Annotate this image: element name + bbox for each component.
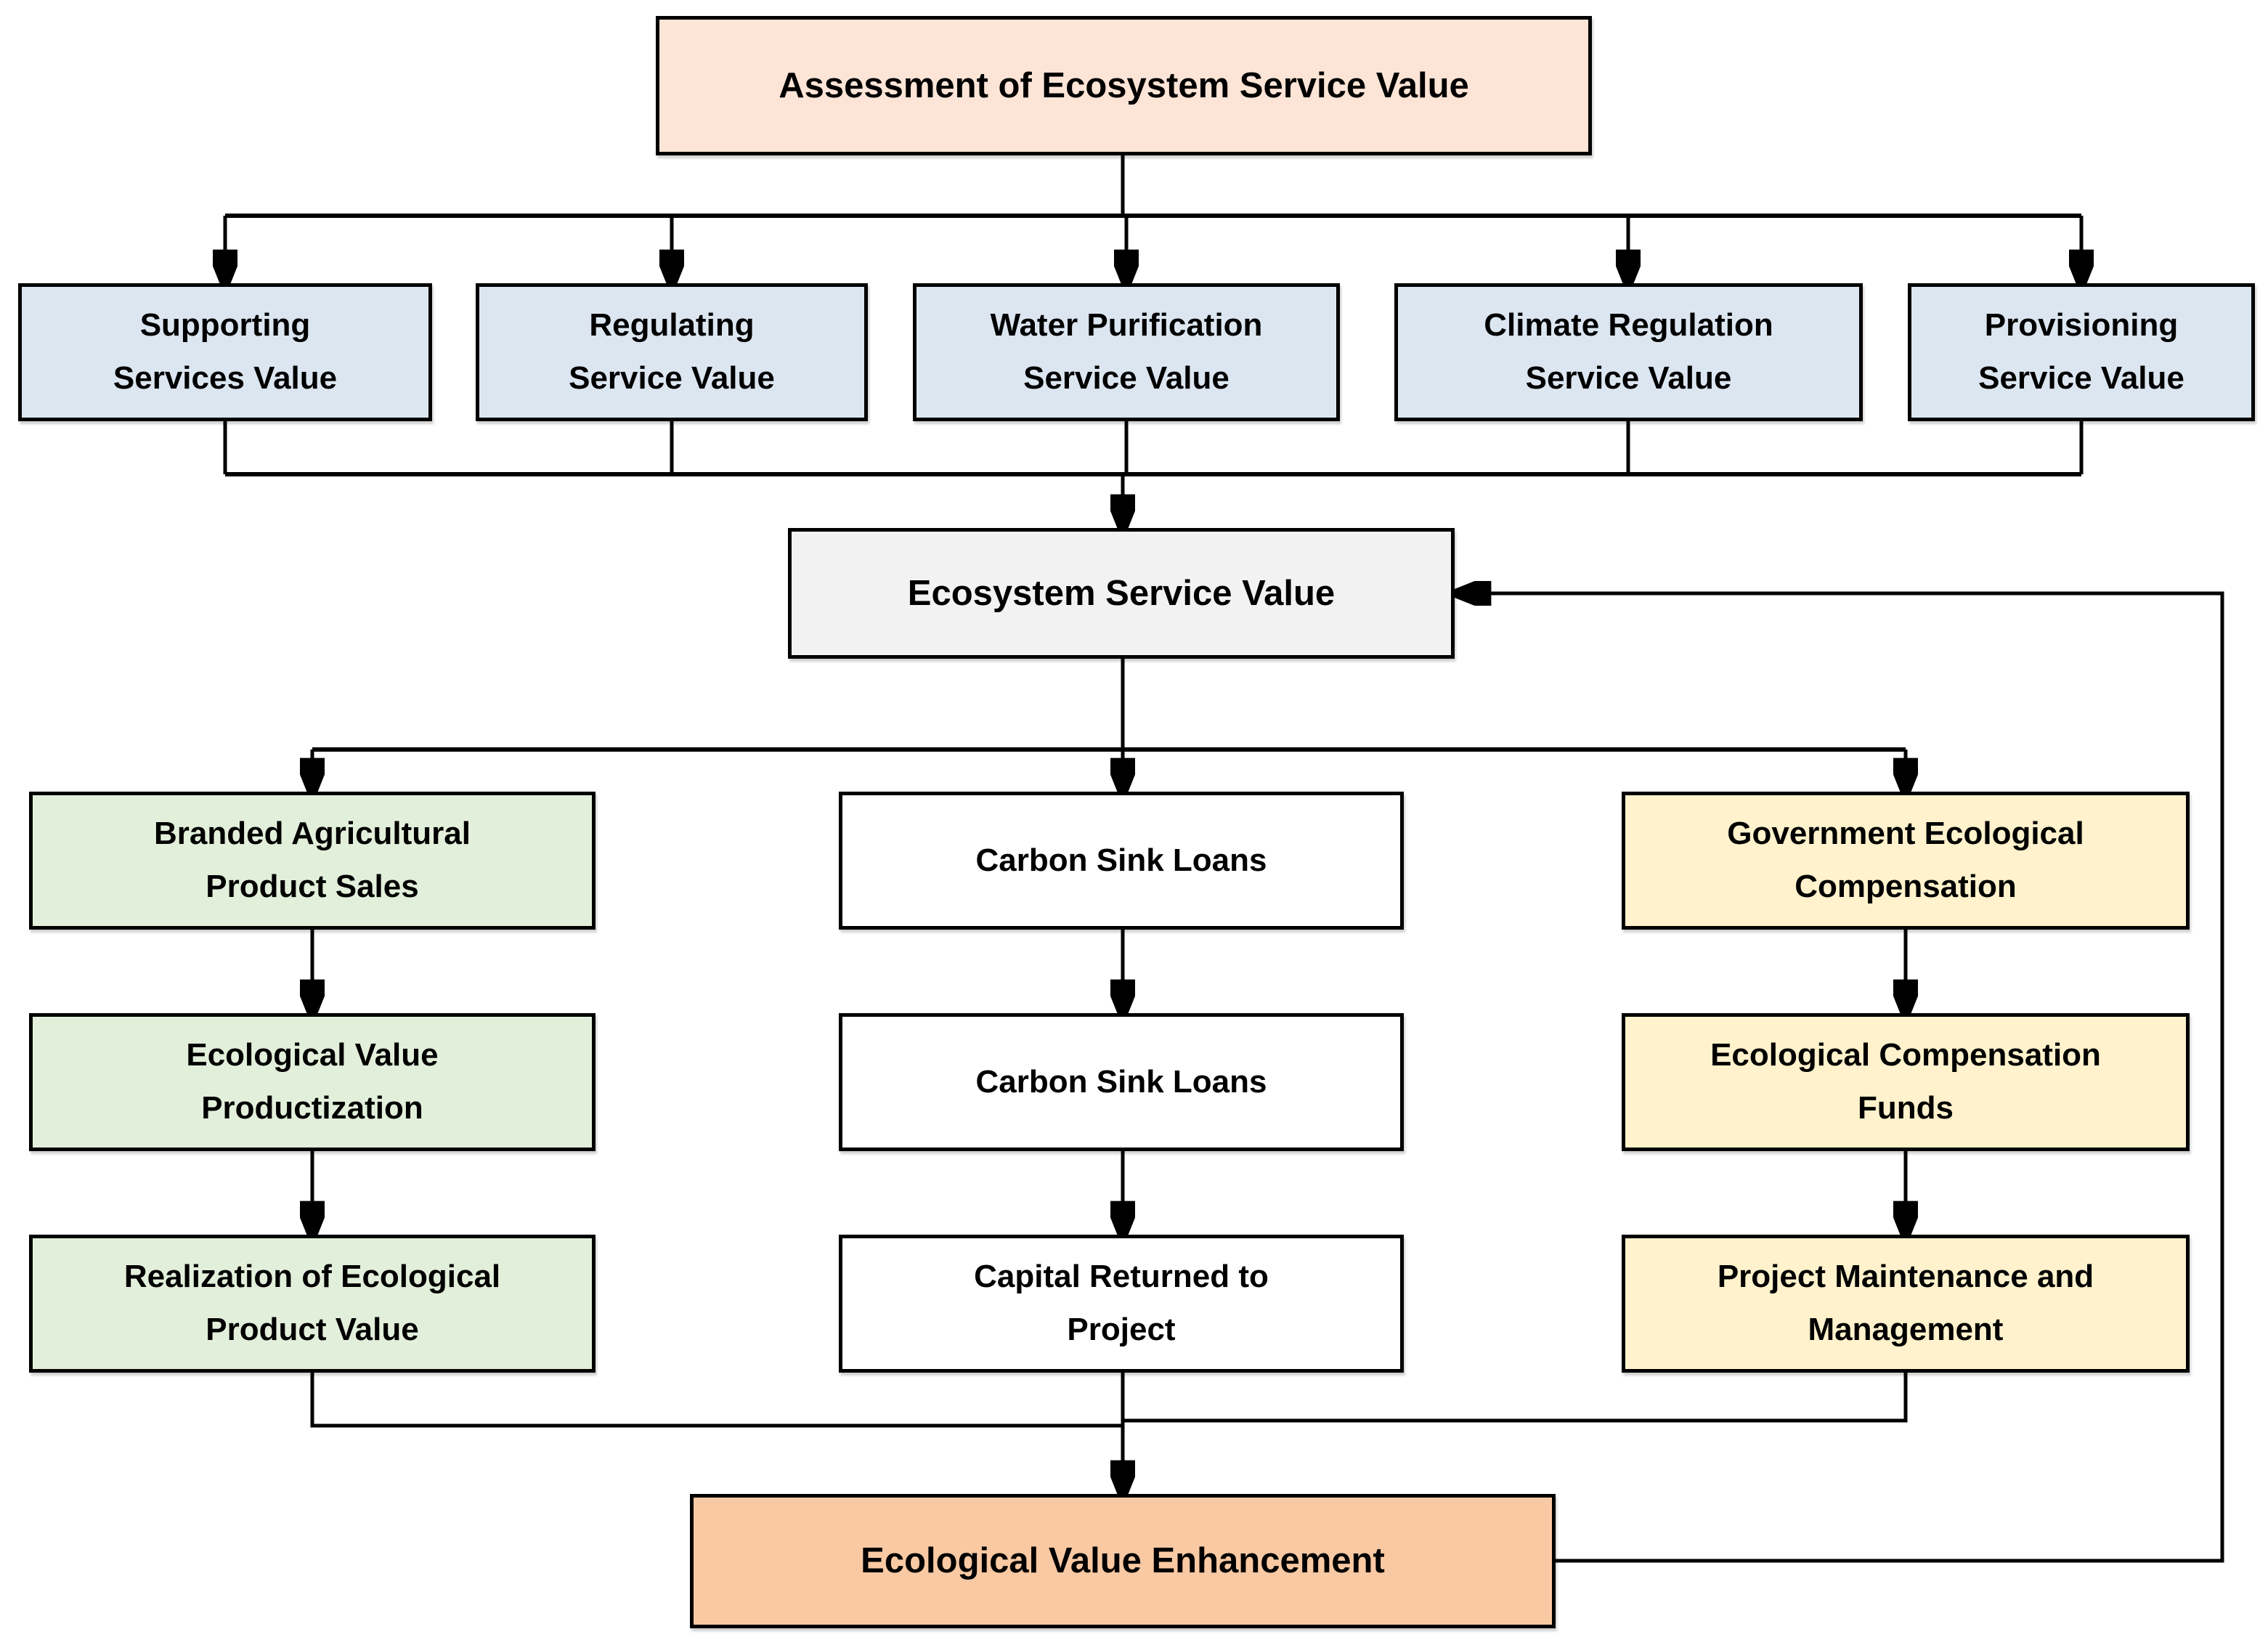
edge-feedback-loop: [1464, 593, 2224, 1563]
node-government-ecological-compensation: Government Ecological Compensation: [1622, 792, 2190, 930]
edge-sales-merge: [310, 1373, 1123, 1428]
node-assessment-of-ecosystem-service-value: Assessment of Ecosystem Service Value: [656, 16, 1592, 155]
node-water-purification-service-value: Water Purification Service Value: [913, 283, 1340, 421]
node-climate-regulation-service-value: Climate Regulation Service Value: [1394, 283, 1863, 421]
node-carbon-sink-loans-1: Carbon Sink Loans: [839, 792, 1404, 930]
node-branded-agricultural-product-sales: Branded Agricultural Product Sales: [29, 792, 596, 930]
node-ecosystem-service-value: Ecosystem Service Value: [788, 528, 1455, 659]
node-regulating-service-value: Regulating Service Value: [476, 283, 868, 421]
node-provisioning-service-value: Provisioning Service Value: [1908, 283, 2255, 421]
node-realization-of-ecological-product-value: Realization of Ecological Product Value: [29, 1235, 596, 1373]
node-project-maintenance-and-management: Project Maintenance and Management: [1622, 1235, 2190, 1373]
node-carbon-sink-loans-2: Carbon Sink Loans: [839, 1013, 1404, 1151]
edge-gov-merge: [1123, 1373, 1908, 1423]
node-ecological-compensation-funds: Ecological Compensation Funds: [1622, 1013, 2190, 1151]
node-ecological-value-productization: Ecological Value Productization: [29, 1013, 596, 1151]
node-ecological-value-enhancement: Ecological Value Enhancement: [690, 1494, 1556, 1628]
node-capital-returned-to-project: Capital Returned to Project: [839, 1235, 1404, 1373]
node-supporting-services-value: Supporting Services Value: [18, 283, 432, 421]
